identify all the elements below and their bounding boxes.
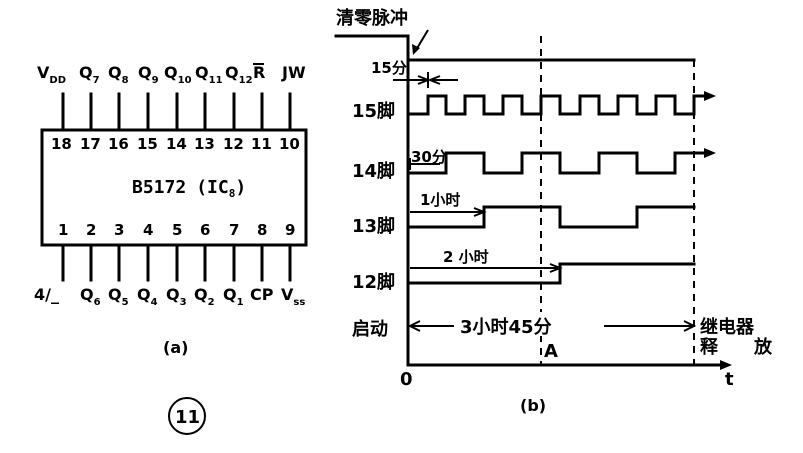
chip-name: B5172(IC8) bbox=[132, 177, 246, 200]
period-13-arrow bbox=[410, 207, 487, 217]
pin-7: 7 bbox=[229, 221, 239, 239]
t-axis-label: t bbox=[725, 369, 734, 390]
pin-6: 6 bbox=[200, 221, 210, 239]
pin-signal-q6: Q6 bbox=[80, 285, 101, 308]
pin-signal-q4: Q4 bbox=[137, 285, 158, 308]
caption-a: (a) bbox=[163, 338, 188, 357]
period-14-label: 30分 bbox=[411, 148, 447, 166]
total-duration-label: 3小时45分 bbox=[460, 317, 552, 338]
pin-signal-vdd: VDD bbox=[37, 63, 66, 86]
ic-pinout: VDD Q7 Q8 Q9 Q10 Q11 Q12 R JW 18 17 bbox=[34, 63, 308, 357]
ic-bottom-pin-numbers: 1 2 3 4 5 6 7 8 9 bbox=[58, 221, 295, 239]
pin-signal-q11: Q11 bbox=[195, 63, 223, 86]
caption-b: (b) bbox=[520, 396, 546, 415]
relay-label-line2: 释 bbox=[700, 337, 719, 358]
figure-number-circle bbox=[168, 397, 206, 435]
pin-signal-q12: Q12 bbox=[225, 63, 253, 86]
pin-signal-q3: Q3 bbox=[166, 285, 187, 308]
relay-label-line3: 放 bbox=[753, 336, 773, 358]
row-label-pin15: 15脚 bbox=[352, 101, 395, 122]
pin-signal-q5: Q5 bbox=[108, 285, 129, 308]
pin-signal-reset: R bbox=[253, 63, 265, 82]
pin-13: 13 bbox=[194, 135, 215, 153]
pin-5: 5 bbox=[172, 221, 182, 239]
period-15-label: 15分 bbox=[371, 59, 407, 77]
period-13-label: 1小时 bbox=[420, 191, 460, 209]
figure-number: 11 bbox=[168, 397, 206, 435]
period-12-label: 2 小时 bbox=[443, 248, 489, 266]
pin-16: 16 bbox=[108, 135, 129, 153]
pin-signal-jw: JW bbox=[281, 63, 306, 82]
row-label-start: 启动 bbox=[352, 318, 388, 340]
pin-signal-q10: Q10 bbox=[164, 63, 192, 86]
pin-signal-vss: Vss bbox=[281, 285, 305, 308]
pin-signal-1: 4/_ bbox=[34, 285, 59, 304]
waveform-pin15 bbox=[406, 94, 708, 116]
period-15-arrow-right bbox=[427, 75, 458, 85]
reset-waveform bbox=[334, 34, 696, 62]
ic-top-leads bbox=[61, 92, 292, 132]
pin-1: 1 bbox=[58, 221, 68, 239]
pin-8: 8 bbox=[257, 221, 267, 239]
ic-body bbox=[40, 128, 308, 247]
pin-signal-q7: Q7 bbox=[79, 63, 100, 86]
pin14-continue-arrow-icon bbox=[704, 148, 716, 158]
figure-number-text: 11 bbox=[175, 407, 200, 428]
origin-label: 0 bbox=[400, 369, 413, 390]
pin-signal-q1: Q1 bbox=[223, 285, 244, 308]
pin-3: 3 bbox=[114, 221, 124, 239]
reset-arrow-head-icon bbox=[412, 44, 420, 55]
marker-a-label: A bbox=[544, 341, 558, 362]
pin-9: 9 bbox=[285, 221, 295, 239]
pin-4: 4 bbox=[143, 221, 153, 239]
period-14-arrow bbox=[409, 158, 440, 170]
pin-2: 2 bbox=[86, 221, 96, 239]
pin-11: 11 bbox=[251, 135, 272, 153]
pin-17: 17 bbox=[80, 135, 101, 153]
row-label-pin14: 14脚 bbox=[352, 161, 395, 182]
pin-signal-cp: CP bbox=[250, 285, 274, 304]
waveform-pin13 bbox=[406, 205, 696, 229]
reset-pulse-label: 清零脉冲 bbox=[336, 7, 408, 29]
ic-top-pin-numbers: 18 17 16 15 14 13 12 11 10 bbox=[51, 135, 300, 153]
pin15-continue-arrow-icon bbox=[704, 91, 716, 101]
pin-14: 14 bbox=[166, 135, 187, 153]
pin-18: 18 bbox=[51, 135, 72, 153]
pin-signal-q8: Q8 bbox=[108, 63, 129, 86]
waveform-pin12 bbox=[406, 262, 696, 285]
row-label-pin13: 13脚 bbox=[352, 216, 395, 237]
pin-12: 12 bbox=[223, 135, 244, 153]
pin-signal-q9: Q9 bbox=[138, 63, 159, 86]
timing-diagram: 清零脉冲 0 t 15脚 14脚 13脚 12脚 启动 15分 30分 bbox=[334, 7, 773, 415]
pin-15: 15 bbox=[137, 135, 158, 153]
pin-signal-q2: Q2 bbox=[194, 285, 215, 308]
ic-top-signal-labels: VDD Q7 Q8 Q9 Q10 Q11 Q12 R JW bbox=[37, 63, 306, 86]
ic-bottom-leads bbox=[61, 243, 292, 282]
waveform-pin14 bbox=[406, 151, 708, 175]
time-axis-arrow-icon bbox=[720, 360, 732, 370]
reset-pulse-pointer bbox=[415, 29, 429, 51]
ic-bottom-signal-labels: 4/_ Q6 Q5 Q4 Q3 Q2 Q1 CP Vss bbox=[34, 285, 305, 308]
pin-10: 10 bbox=[279, 135, 300, 153]
relay-label-line1: 继电器 bbox=[700, 316, 755, 338]
total-duration-backdrop bbox=[454, 312, 604, 336]
row-label-pin12: 12脚 bbox=[352, 272, 395, 293]
